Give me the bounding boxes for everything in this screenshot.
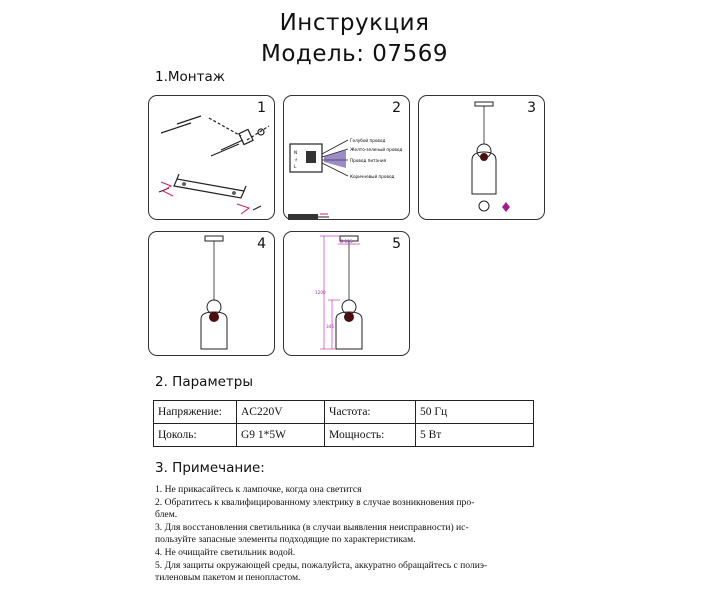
- notes-list: 1. Не прикасайтесь к лампочке, когда она…: [155, 484, 555, 585]
- note-line: 2. Обратитесь к квалифицированному элект…: [155, 496, 475, 508]
- dim-total-label: 1200: [315, 290, 326, 295]
- wire-label-power: Провод питания: [350, 158, 387, 163]
- wiring-diagram: N ⏚ L Голубой провод Желто-зеленый прово…: [288, 138, 402, 220]
- svg-text:N: N: [294, 150, 297, 155]
- params-heading: 2. Параметры: [155, 374, 254, 390]
- param-value: G9 1*5W: [236, 423, 325, 447]
- montage-step-2-panel: 2 N ⏚ L Голубой провод Желто-зеленый про…: [283, 95, 410, 220]
- montage-step-1-panel: 1: [148, 95, 275, 220]
- note-line: 3. Для восстановления светильника (в слу…: [155, 521, 469, 533]
- wire-label-brown: Коричневый провод: [350, 174, 395, 179]
- dimensions-drawing: Ø 115 1200 345: [315, 235, 363, 350]
- step-number: 2: [392, 100, 401, 116]
- param-value: 5 Вт: [415, 423, 534, 447]
- montage-step-5-panel: 5 Ø 115 1200 345: [283, 231, 410, 356]
- montage-step-4-panel: 4: [148, 231, 275, 356]
- note-line: 5. Для защиты окружающей среды, пожалуйс…: [155, 559, 488, 571]
- wire-label-yellow-green: Желто-зеленый провод: [350, 147, 402, 152]
- document-title: Инструкция: [279, 10, 430, 36]
- param-label: Цоколь:: [153, 423, 237, 447]
- param-label: Частота:: [324, 400, 416, 424]
- note-line: тиленовым пакетом и пенопластом.: [155, 572, 301, 584]
- dim-shade-label: 345: [326, 324, 334, 329]
- step-number: 5: [392, 236, 401, 252]
- svg-text:⏚: ⏚: [294, 157, 298, 162]
- ceiling-screws-illustration: [158, 115, 270, 215]
- note-line: 1. Не прикасайтесь к лампочке, когда она…: [155, 484, 362, 495]
- notes-heading: 3. Примечание:: [155, 460, 265, 476]
- table-row: Цоколь: G9 1*5W Мощность: 5 Вт: [153, 423, 534, 447]
- params-table: Напряжение: AC220V Частота: 50 Гц Цоколь…: [153, 400, 534, 447]
- table-row: Напряжение: AC220V Частота: 50 Гц: [153, 400, 534, 424]
- step-number: 3: [527, 100, 536, 116]
- param-value: 50 Гц: [415, 400, 534, 424]
- svg-text:L: L: [294, 164, 297, 169]
- wire-label-blue: Голубой провод: [350, 138, 385, 143]
- param-value: AC220V: [236, 400, 325, 424]
- step-number: 4: [257, 236, 266, 252]
- param-label: Напряжение:: [153, 400, 237, 424]
- montage-step-3-panel: 3: [418, 95, 545, 220]
- assembled-pendant-illustration: [200, 235, 228, 350]
- note-line: пользуйте запасные элементы подходящие п…: [155, 534, 416, 546]
- param-label: Мощность:: [324, 423, 416, 447]
- montage-heading: 1.Монтаж: [155, 69, 225, 85]
- model-number: Модель: 07569: [261, 41, 448, 67]
- note-line: 4. Не очищайте светильник водой.: [155, 546, 296, 558]
- note-line: блем.: [155, 509, 178, 521]
- dim-top-label: Ø 115: [340, 239, 353, 244]
- pendant-assembly-illustration: [471, 101, 510, 212]
- step-number: 1: [257, 100, 266, 116]
